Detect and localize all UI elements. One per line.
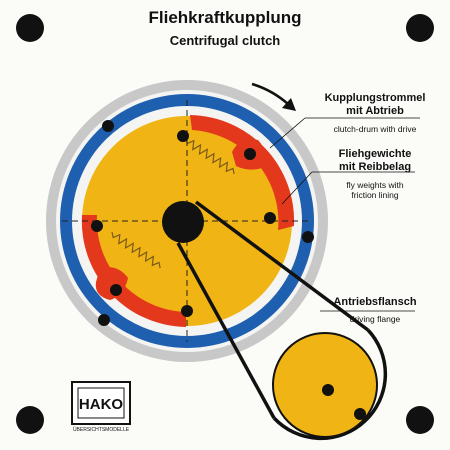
corner-hole-bottom-right xyxy=(406,406,434,434)
label-weights-en-line2: friction lining xyxy=(351,190,399,200)
spring-upper xyxy=(185,137,235,175)
pivot-pin-right-lug xyxy=(244,148,256,160)
leader-line-drum xyxy=(269,117,306,149)
pivot-pin-bottom xyxy=(181,305,193,317)
diagram-subtitle: Centrifugal clutch xyxy=(169,33,281,48)
label-drum-en: clutch-drum with drive xyxy=(333,124,417,134)
label-flange-de: Antriebsflansch xyxy=(333,296,417,308)
label-weights-de-line1: Fliehgewichte xyxy=(338,148,412,160)
rotation-arrow xyxy=(251,82,289,105)
corner-hole-top-left xyxy=(16,14,44,42)
drum-bolt-bottom-left xyxy=(98,314,110,326)
drum-bolt-top-left xyxy=(102,120,114,132)
label-weights-en-line1: fly weights with xyxy=(346,180,404,190)
label-flange-en: driving flange xyxy=(349,314,401,324)
label-driving-flange: Antriebsflansch driving flange xyxy=(300,296,450,324)
belt-wrap xyxy=(272,328,388,441)
label-fly-weights: Fliehgewichte mit Reibbelag fly weights … xyxy=(300,148,450,200)
belt-lower xyxy=(176,242,276,419)
spring-lower xyxy=(111,231,161,269)
label-drum-de-line2: mit Abtrieb xyxy=(346,105,404,117)
driving-flange-bolt-top xyxy=(322,384,334,396)
drum-bolt-right xyxy=(302,231,314,243)
center-hub xyxy=(162,201,204,243)
driving-flange-bolt-right xyxy=(354,408,366,420)
label-clutch-drum: Kupplungstrommel mit Abtrieb clutch-drum… xyxy=(300,92,450,134)
fly-weight-right xyxy=(190,115,295,230)
corner-hole-bottom-left xyxy=(16,406,44,434)
leader-line-weights xyxy=(281,171,313,205)
rotation-arrow-head xyxy=(282,98,296,111)
diagram-title: Fliehkraftkupplung xyxy=(148,8,302,27)
label-weights-de-line2: mit Reibbelag xyxy=(338,161,412,173)
hako-logo-subtext: ÜBERSICHTSMODELLE xyxy=(73,426,130,433)
pivot-pin-top xyxy=(177,130,189,142)
pivot-pin-right xyxy=(264,212,276,224)
pivot-pin-left-lug xyxy=(110,284,122,296)
corner-hole-top-right xyxy=(406,14,434,42)
hako-logo-text: HAKO xyxy=(79,396,123,413)
label-drum-de-line1: Kupplungstrommel xyxy=(324,92,426,104)
pivot-pin-left xyxy=(91,220,103,232)
belt-upper xyxy=(194,200,370,332)
hako-logo-inner xyxy=(77,387,125,419)
